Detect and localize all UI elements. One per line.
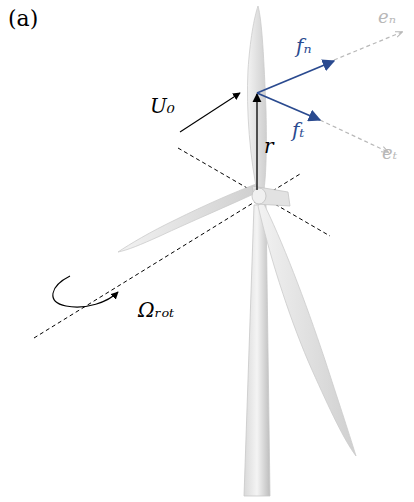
inflow-arrow (180, 93, 240, 132)
axis-line (34, 174, 300, 338)
tower (244, 205, 270, 496)
blade (258, 200, 356, 456)
panel-label: (a) (8, 8, 38, 30)
velocity-label: U₀ (150, 96, 175, 116)
unit-vector-line (320, 120, 388, 152)
unit-vector-line (334, 32, 402, 60)
nacelle (252, 186, 290, 206)
unit-vector-label: eₙ (378, 8, 396, 26)
rotation-arrow (53, 276, 118, 307)
hub (252, 188, 266, 204)
force-label: fₜ (292, 120, 304, 140)
rotation-label: Ωᵣₒₜ (138, 300, 174, 320)
blade (118, 184, 258, 252)
force-label: fₙ (296, 36, 312, 56)
radius-vector (256, 94, 257, 190)
force-vector (257, 61, 334, 93)
radius-label: r (264, 136, 274, 156)
unit-vector-label: eₜ (382, 144, 397, 162)
blade (247, 6, 266, 196)
force-vector (257, 93, 320, 120)
